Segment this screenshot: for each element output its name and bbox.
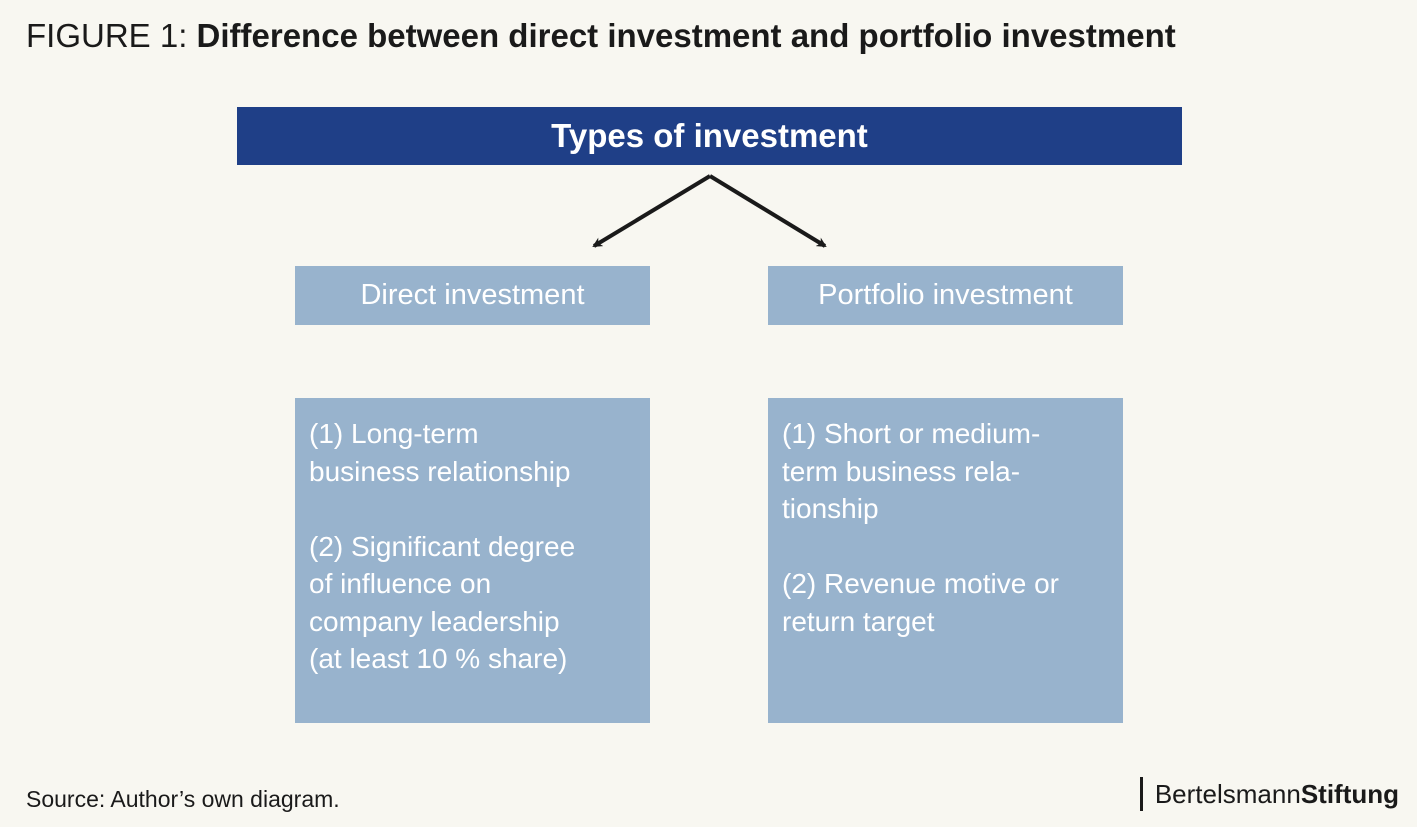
- brand-wordmark-regular: Bertelsmann: [1154, 779, 1301, 809]
- portfolio-investment-detail-2: (2) Revenue motive or return target: [782, 568, 1060, 637]
- direct-investment-details: (1) Long-term business relationship (2) …: [295, 398, 650, 723]
- figure-label: FIGURE 1:: [26, 17, 188, 54]
- portfolio-investment-details: (1) Short or medium- term business rela-…: [768, 398, 1123, 723]
- figure-title: FIGURE 1: Difference between direct inve…: [26, 14, 1176, 58]
- brand-logo: BertelsmannStiftung: [1139, 777, 1399, 811]
- node-portfolio-investment: Portfolio investment: [768, 266, 1123, 325]
- root-node-types-of-investment: Types of investment: [237, 107, 1182, 165]
- node-portfolio-investment-label: Portfolio investment: [818, 279, 1073, 311]
- source-note: Source: Author’s own diagram.: [26, 786, 340, 812]
- portfolio-investment-detail-1: (1) Short or medium- term business rela-…: [782, 418, 1041, 524]
- brand-wordmark: BertelsmannStiftung: [1155, 777, 1399, 811]
- direct-investment-detail-2: (2) Significant degree of influence on c…: [309, 530, 576, 675]
- node-direct-investment-label: Direct investment: [360, 279, 585, 311]
- root-node-label: Types of investment: [551, 117, 868, 154]
- figure-heading: Difference between direct investment and…: [196, 17, 1176, 54]
- node-direct-investment: Direct investment: [295, 266, 650, 325]
- direct-investment-detail-1: (1) Long-term business relationship: [309, 418, 571, 487]
- brand-wordmark-bold: Stiftung: [1300, 779, 1399, 809]
- arrow-to-portfolio-investment: [708, 174, 827, 248]
- brand-bar: [1139, 777, 1143, 811]
- arrow-to-direct-investment: [592, 174, 712, 248]
